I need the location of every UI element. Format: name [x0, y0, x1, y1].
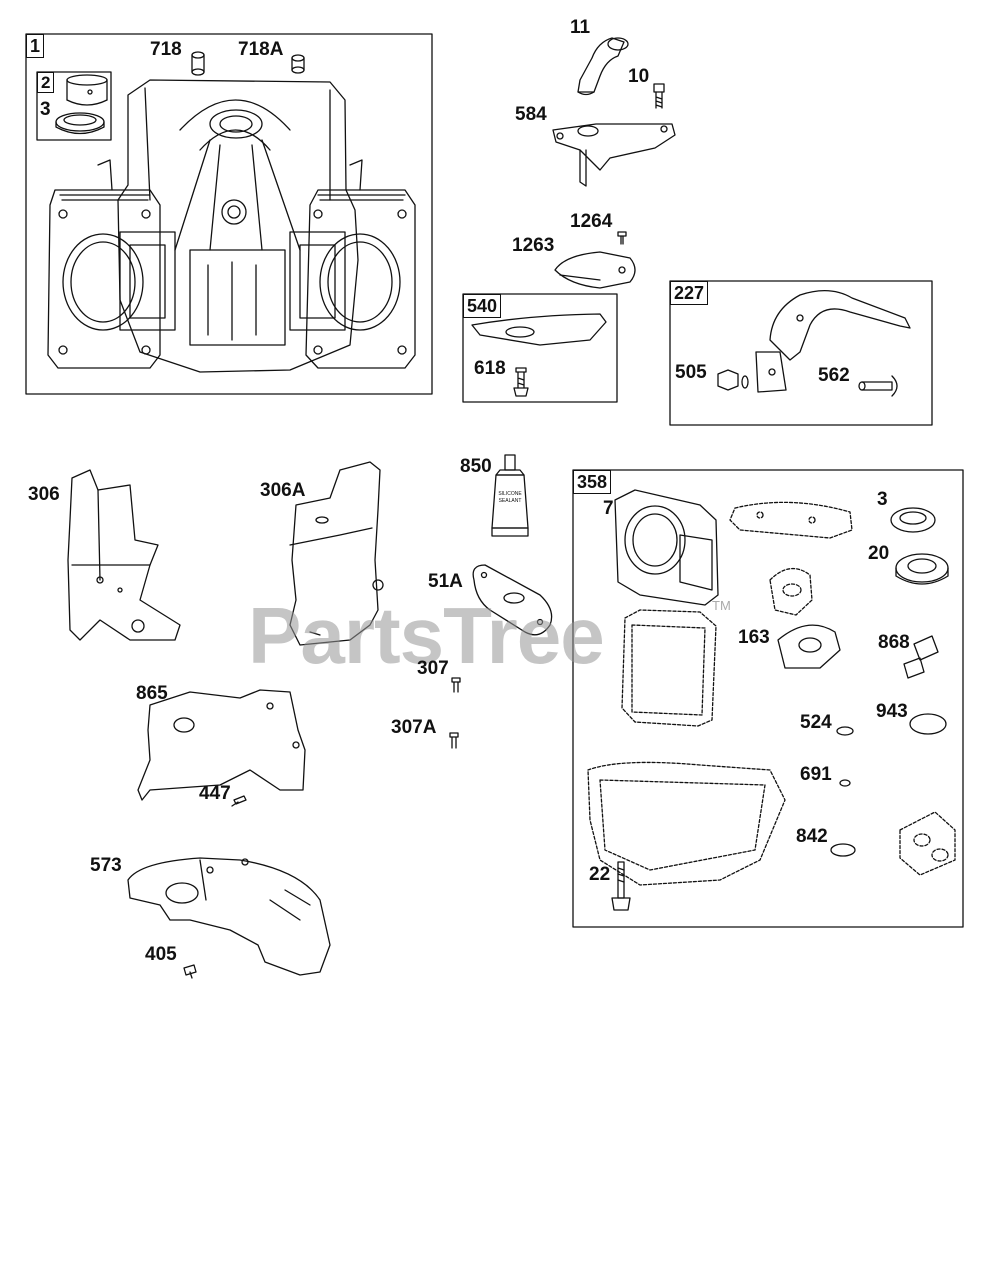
watermark: PartsTree [248, 591, 605, 680]
callout-11[interactable]: 11 [570, 17, 591, 38]
seal-3-part-box358[interactable] [890, 507, 936, 533]
screw-307-part[interactable] [451, 677, 461, 693]
governor-bracket-584-part[interactable] [552, 123, 676, 187]
oring-842-part[interactable] [830, 843, 856, 857]
box-label-1[interactable]: 1 [26, 34, 45, 58]
callout-562[interactable]: 562 [818, 365, 850, 386]
sealant-tube-text-1: SILICONE [498, 491, 522, 497]
callout-943[interactable]: 943 [876, 701, 908, 722]
callout-3-box358[interactable]: 3 [877, 489, 888, 510]
callout-307[interactable]: 307 [417, 658, 449, 679]
gasket-163-part[interactable] [777, 624, 841, 669]
box-358-frame [572, 469, 964, 928]
baffle-865-part[interactable] [137, 689, 306, 801]
callout-505[interactable]: 505 [675, 362, 707, 383]
bracket-227-part[interactable] [755, 290, 911, 393]
gasket-dashed-small[interactable] [769, 568, 813, 616]
box-label-540[interactable]: 540 [463, 294, 502, 318]
oring-691-part[interactable] [839, 779, 851, 787]
box-540-frame [462, 293, 618, 403]
callout-7[interactable]: 7 [603, 498, 614, 519]
sealant-tube-850-part[interactable] [491, 454, 529, 537]
engine-block-part[interactable] [47, 79, 416, 373]
gasket-dashed-intake[interactable] [899, 811, 956, 876]
callout-865[interactable]: 865 [136, 683, 168, 704]
dowel-718-part[interactable] [191, 51, 205, 76]
oring-943-part[interactable] [909, 713, 947, 735]
callout-718a[interactable]: 718A [238, 39, 284, 60]
box-227-frame [669, 280, 933, 426]
callout-842[interactable]: 842 [796, 826, 828, 847]
screw-618-part[interactable] [513, 367, 529, 397]
callout-163[interactable]: 163 [738, 627, 770, 648]
gasket-540-part[interactable] [471, 313, 607, 346]
seal-part-box1[interactable] [55, 112, 105, 135]
box-label-2[interactable]: 2 [37, 72, 55, 93]
box-label-358[interactable]: 358 [573, 470, 612, 494]
callout-10[interactable]: 10 [628, 66, 650, 87]
callout-618[interactable]: 618 [474, 358, 506, 379]
bolt-562-part[interactable] [858, 375, 898, 397]
callout-573[interactable]: 573 [90, 855, 122, 876]
callout-22[interactable]: 22 [589, 864, 611, 885]
gasket-dashed-valve-cover[interactable] [621, 609, 717, 727]
gasket-51a-part[interactable] [472, 564, 553, 636]
box-1-frame [25, 33, 433, 395]
oring-524-part[interactable] [836, 726, 854, 736]
sealant-tube-text-2: SEALANT [499, 498, 522, 504]
screw-307a-part[interactable] [449, 732, 459, 749]
callout-306a[interactable]: 306A [260, 480, 306, 501]
callout-691[interactable]: 691 [800, 764, 832, 785]
gasket-dashed-sump[interactable] [587, 761, 786, 886]
seal-868-part[interactable] [903, 635, 939, 679]
bolt-22-part[interactable] [611, 861, 631, 911]
nut-505-part[interactable] [717, 369, 749, 391]
callout-3-box1[interactable]: 3 [40, 99, 51, 120]
callout-1264[interactable]: 1264 [570, 211, 613, 232]
callout-850[interactable]: 850 [460, 456, 492, 477]
callout-1263[interactable]: 1263 [512, 235, 555, 256]
shroud-306a-part[interactable] [289, 461, 384, 646]
callout-51a[interactable]: 51A [428, 571, 463, 592]
callout-868[interactable]: 868 [878, 632, 910, 653]
plate-1263-part[interactable] [554, 251, 636, 289]
seal-20-part[interactable] [895, 553, 949, 585]
head-gasket-7-part[interactable] [614, 489, 719, 606]
callout-307a[interactable]: 307A [391, 717, 437, 738]
callout-306[interactable]: 306 [28, 484, 60, 505]
box-label-227[interactable]: 227 [670, 281, 709, 305]
shroud-306-part[interactable] [67, 469, 181, 641]
callout-524[interactable]: 524 [800, 712, 832, 733]
callout-447[interactable]: 447 [199, 783, 231, 804]
blower-plate-573-part[interactable] [127, 857, 331, 976]
screw-10-part[interactable] [653, 83, 665, 109]
dowel-718a-part[interactable] [291, 54, 305, 74]
box-2-frame [36, 71, 112, 141]
callout-718[interactable]: 718 [150, 39, 182, 60]
callout-405[interactable]: 405 [145, 944, 177, 965]
screw-1264-part[interactable] [617, 231, 627, 245]
screw-405-part[interactable] [183, 964, 197, 979]
callout-584[interactable]: 584 [515, 104, 547, 125]
callout-20[interactable]: 20 [868, 543, 890, 564]
watermark-trademark: TM [712, 598, 731, 613]
screw-447-part[interactable] [231, 795, 247, 807]
breather-elbow-part[interactable] [577, 37, 629, 96]
gasket-dashed-top[interactable] [729, 501, 853, 539]
bushing-part[interactable] [66, 74, 108, 106]
